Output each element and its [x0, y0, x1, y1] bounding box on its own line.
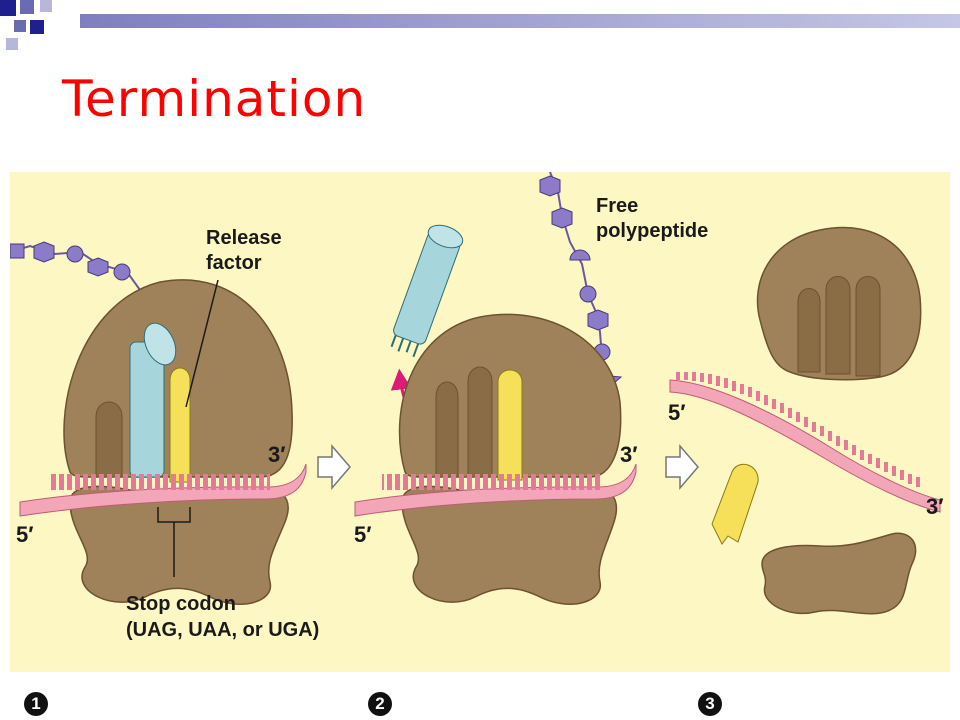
process-arrow-2	[665, 443, 699, 491]
five-prime-label-3: 5′	[668, 400, 686, 425]
step2-group: Free polypeptide 3′ 5′	[354, 172, 708, 605]
release-factor	[169, 367, 191, 483]
free-polypeptide-label-2: polypeptide	[596, 220, 708, 242]
dissociated-small-subunit	[761, 532, 917, 615]
stop-codon-label-1: Stop codon	[126, 593, 236, 615]
three-prime-label-1: 3′	[268, 442, 286, 467]
slide-title: Termination	[62, 70, 367, 128]
stop-codon-label-2: (UAG, UAA, or UGA)	[126, 619, 319, 641]
process-arrow-1	[317, 443, 351, 491]
termination-diagram: Release factor 3′ 5′ Stop codon (UAG, UA…	[10, 172, 950, 672]
release-factor-2	[497, 369, 523, 481]
release-factor-label-1: Release	[206, 227, 282, 249]
free-release-factor	[711, 463, 759, 545]
five-prime-label-1: 5′	[16, 522, 34, 547]
step3-group: 5′ 3′	[668, 226, 944, 615]
step-3-badge: 3	[698, 692, 722, 716]
three-prime-label-3: 3′	[926, 494, 944, 519]
decorative-squares	[0, 0, 90, 56]
release-factor-label-2: factor	[206, 252, 262, 274]
three-prime-label-2: 3′	[620, 442, 638, 467]
step-2-badge: 2	[368, 692, 392, 716]
step1-group: Release factor 3′ 5′ Stop codon (UAG, UA…	[10, 227, 351, 641]
header-bar	[80, 14, 960, 28]
mrna-strand-3	[669, 379, 941, 513]
five-prime-label-2: 5′	[354, 522, 372, 547]
free-polypeptide-label-1: Free	[596, 195, 638, 217]
released-trna	[390, 224, 464, 358]
step-1-badge: 1	[24, 692, 48, 716]
